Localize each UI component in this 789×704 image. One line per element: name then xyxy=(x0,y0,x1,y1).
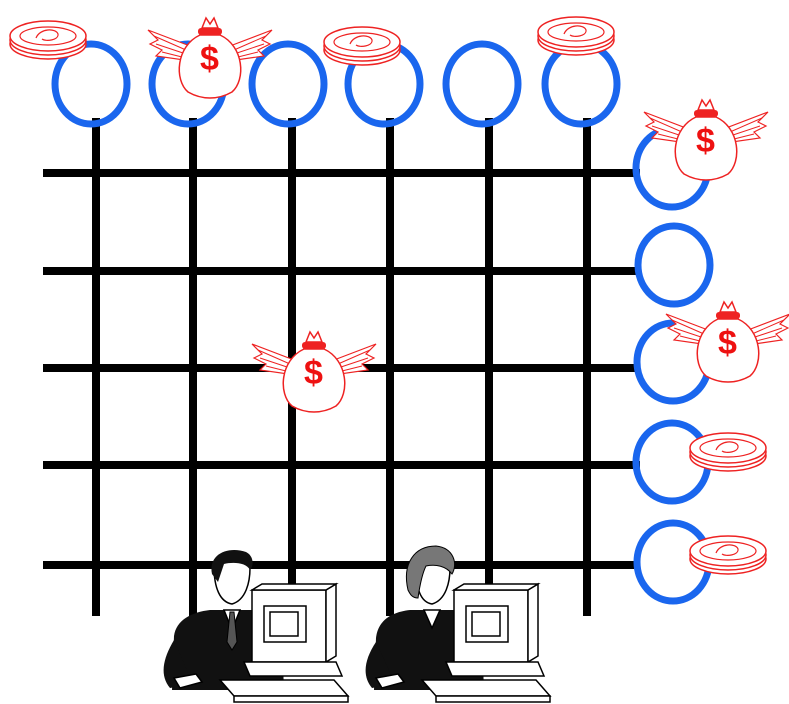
ring xyxy=(442,40,522,128)
dollar-sign: $ xyxy=(304,354,323,392)
money-bag-icon: $ xyxy=(643,99,769,181)
dollar-sign: $ xyxy=(696,122,715,160)
money-bag-icon: $ xyxy=(665,301,789,383)
dollar-sign: $ xyxy=(200,40,219,78)
coin-icon xyxy=(689,432,767,472)
coin-icon xyxy=(323,26,401,66)
ring xyxy=(51,40,131,128)
coin-icon xyxy=(689,535,767,575)
ring xyxy=(541,40,621,128)
coin-icon xyxy=(9,20,87,60)
ring xyxy=(634,222,714,308)
dollar-sign: $ xyxy=(718,324,737,362)
ring xyxy=(248,40,328,128)
money-bag-icon: $ xyxy=(147,17,273,99)
money-bag-icon: $ xyxy=(251,331,377,413)
money-bags: $ $ $ $ xyxy=(147,17,789,413)
coin-icon xyxy=(537,16,615,56)
